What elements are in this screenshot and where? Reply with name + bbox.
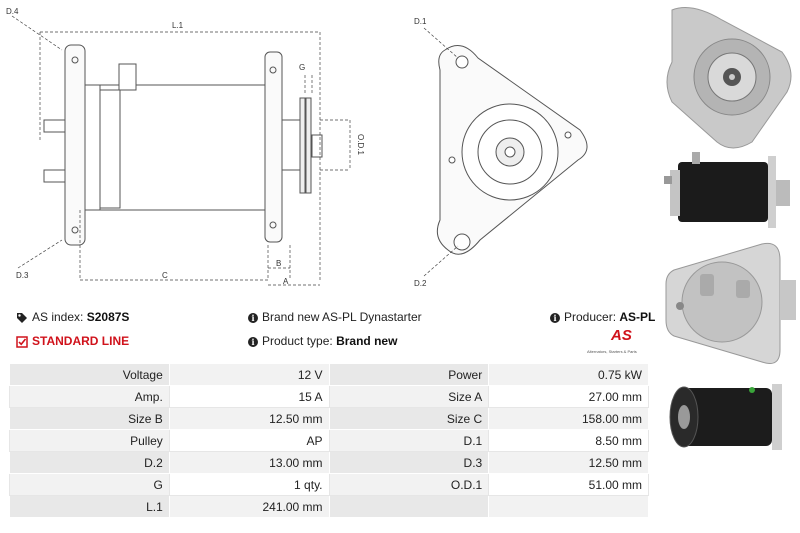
spec-value: 12 V [168, 363, 330, 386]
spec-label: Amp. [9, 385, 170, 408]
spec-label [328, 495, 490, 518]
product-photo-rear[interactable] [662, 240, 800, 370]
spec-value: 12.50 mm [168, 407, 330, 430]
tag-icon [17, 312, 27, 323]
spec-label: Size C [328, 407, 490, 430]
technical-drawing: L.1 D.4 D.3 C B A G O.D.1 D.1 D.2 [6, 7, 588, 288]
spec-label: G [9, 473, 170, 496]
front-view-drawing [436, 45, 588, 255]
spec-value: 27.00 mm [488, 385, 649, 408]
info-icon: i [248, 312, 258, 323]
spec-value: 1 qty. [168, 473, 330, 496]
dim-b-label: B [276, 259, 281, 268]
spec-label: Size B [9, 407, 170, 430]
spec-value: 158.00 mm [488, 407, 649, 430]
product-photo-angle[interactable] [662, 378, 800, 456]
spec-value: 51.00 mm [488, 473, 649, 496]
spec-value: 241.00 mm [168, 495, 330, 518]
info-icon: i [248, 336, 258, 347]
standard-line-label: STANDARD LINE [32, 334, 130, 348]
producer-row: i Producer: AS-PL [550, 310, 655, 324]
dim-l1-label: L.1 [172, 21, 184, 30]
spec-value: 13.00 mm [168, 451, 330, 474]
as-index-label: AS index: [32, 310, 84, 324]
as-index-row: AS index: S2087S [16, 310, 129, 324]
spec-value: 0.75 kW [488, 363, 649, 386]
product-description: Brand new AS-PL Dynastarter [262, 310, 422, 324]
spec-label: D.3 [328, 451, 490, 474]
product-photos [662, 0, 800, 533]
product-type-row: i Product type: Brand new [248, 334, 397, 348]
spec-value: AP [168, 429, 330, 452]
producer-value: AS-PL [619, 310, 656, 324]
spec-value [488, 495, 649, 518]
logo-mark: AS [611, 327, 632, 344]
dim-od1-label: O.D.1 [356, 134, 365, 155]
dim-d2-label: D.2 [414, 279, 427, 288]
spec-value: 15 A [168, 385, 330, 408]
side-view-drawing [43, 44, 323, 246]
standard-line-row: STANDARD LINE [16, 334, 129, 348]
dim-d4-label: D.4 [6, 7, 19, 16]
spec-label: Power [328, 363, 490, 386]
dim-c-label: C [162, 271, 168, 280]
dim-g-label: G [299, 63, 305, 72]
description-row: i Brand new AS-PL Dynastarter [248, 310, 422, 324]
spec-value: 12.50 mm [488, 451, 649, 474]
as-pl-logo: AS Alternators, Starters & Parts [587, 327, 651, 357]
dim-d3-label: D.3 [16, 271, 29, 280]
spec-label: Pulley [9, 429, 170, 452]
dim-a-label: A [283, 277, 289, 286]
spec-label: Voltage [9, 363, 170, 386]
producer-label: Producer: [564, 310, 617, 324]
product-type-label: Product type: [262, 334, 333, 348]
info-icon: i [550, 312, 560, 323]
spec-label: D.2 [9, 451, 170, 474]
product-type-value: Brand new [336, 334, 398, 348]
logo-tagline: Alternators, Starters & Parts [587, 349, 637, 354]
spec-value: 8.50 mm [488, 429, 649, 452]
check-square-icon [16, 336, 28, 348]
spec-label: D.1 [328, 429, 490, 452]
product-photo-side[interactable] [662, 152, 800, 234]
spec-label: L.1 [9, 495, 170, 518]
spec-label: O.D.1 [328, 473, 490, 496]
dim-d1-label: D.1 [414, 17, 427, 26]
spec-label: Size A [328, 385, 490, 408]
as-index-value: S2087S [86, 310, 130, 324]
product-photo-front[interactable] [662, 2, 800, 152]
